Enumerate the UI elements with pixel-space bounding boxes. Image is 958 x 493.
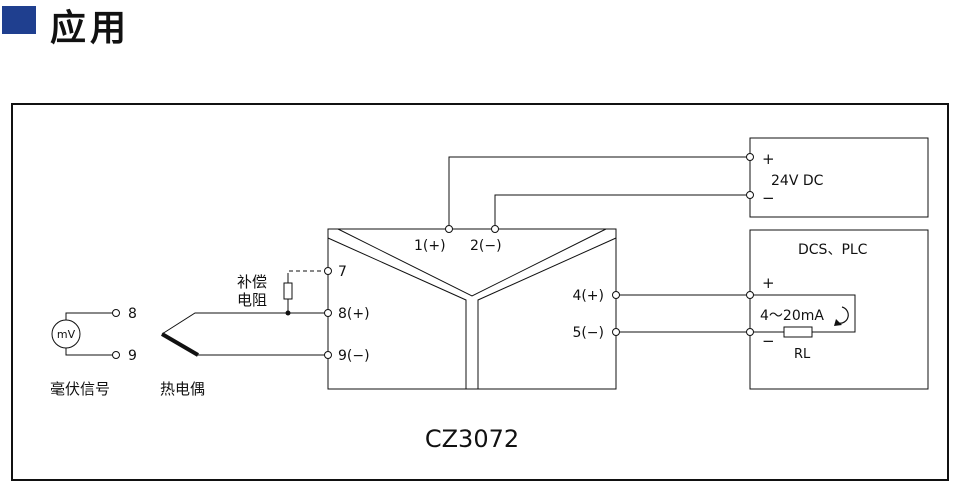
junction-dot (285, 310, 291, 316)
dcs-plus-label: + (762, 274, 775, 292)
compensation-dashed-link (287, 270, 328, 276)
model-label: CZ3072 (425, 425, 519, 453)
terminal-8-point (324, 309, 332, 317)
rl-resistor (783, 326, 813, 338)
mv-pin-8-label: 8 (128, 306, 137, 322)
dcs-minus-label: − (762, 332, 775, 350)
thermocouple-label: 热电偶 (160, 380, 205, 398)
mv-pin-9-point (112, 351, 120, 359)
terminal-2-label: 2(−) (470, 238, 502, 254)
current-loop-arrow-icon (837, 306, 849, 324)
terminal-8-label: 8(+) (338, 306, 370, 322)
psu-plus-point (746, 153, 754, 161)
psu-plus-label: + (762, 150, 775, 168)
compensation-label-2: 电阻 (237, 291, 267, 309)
terminal-9-point (324, 351, 332, 359)
compensation-resistor (283, 282, 293, 300)
dcs-plc-box (749, 229, 929, 390)
terminal-5-point (612, 328, 620, 336)
terminal-4-label: 4(+) (572, 288, 604, 304)
diagram-frame (11, 103, 949, 481)
dcs-title: DCS、PLC (798, 242, 868, 258)
mv-pin-9-label: 9 (128, 348, 137, 364)
power-supply-box (749, 137, 929, 218)
millivolt-signal-label: 毫伏信号 (50, 380, 110, 398)
psu-minus-label: − (762, 189, 775, 207)
terminal-1-label: 1(+) (414, 238, 446, 254)
psu-voltage-label: 24V DC (771, 173, 824, 189)
thermocouple-junction (160, 332, 200, 357)
current-arrow-head-icon (834, 319, 842, 326)
compensation-label-1: 补偿 (237, 273, 267, 291)
terminal-7-point (324, 267, 332, 275)
psu-minus-point (746, 191, 754, 199)
terminal-9-label: 9(−) (338, 348, 370, 364)
dcs-minus-point (746, 328, 754, 336)
terminal-4-point (612, 291, 620, 299)
terminal-7-label: 7 (338, 264, 347, 280)
wires (65, 156, 856, 356)
dcs-plus-point (746, 291, 754, 299)
dcs-current-label: 4～20mA (760, 308, 824, 324)
section-marker (2, 6, 36, 34)
terminal-2-point (491, 225, 499, 233)
mv-pin-8-point (112, 309, 120, 317)
transmitter-module (327, 228, 617, 390)
terminal-1-point (445, 225, 453, 233)
terminal-points (112, 153, 754, 359)
terminal-5-label: 5(−) (572, 325, 604, 341)
millivolt-meter-icon (51, 319, 81, 349)
millivolt-symbol: mV (57, 328, 76, 341)
section-title: 应用 (50, 8, 131, 49)
rl-label: RL (794, 347, 811, 362)
